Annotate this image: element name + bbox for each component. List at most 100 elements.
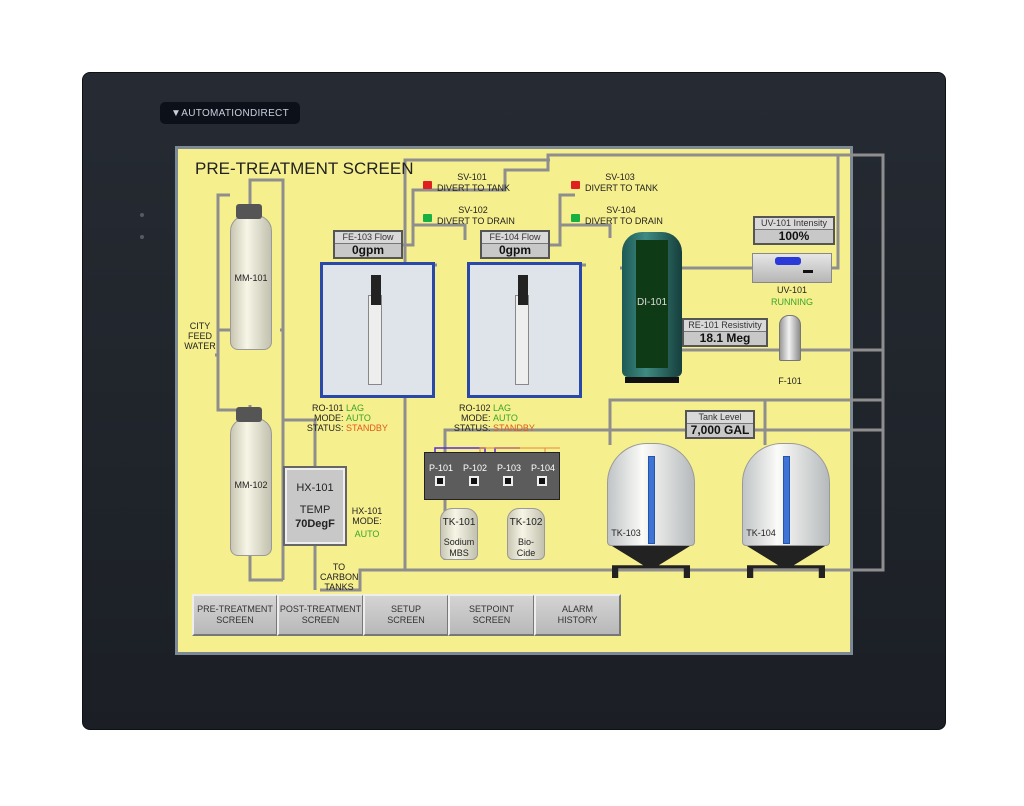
hx-temp-label: TEMP [299, 504, 331, 516]
storage-tank-tk103[interactable] [607, 443, 695, 546]
status-led [140, 235, 144, 239]
uv-tag: UV-101 [776, 285, 808, 295]
button-line: ALARM [561, 604, 593, 614]
pump-label[interactable]: P-101 [428, 463, 454, 473]
button-line: SETPOINT [468, 604, 514, 614]
valve-tag: SV-103 [605, 172, 635, 182]
carbon-line: TO [332, 562, 346, 572]
uv-status: RUNNING [771, 297, 813, 307]
pump-label[interactable]: P-103 [496, 463, 522, 473]
ro-mode: AUTO [346, 413, 371, 423]
hx-tag: HX-101 [296, 482, 334, 494]
ro102-status: RO-102 LAG MODE: AUTO STATUS: STANDBY [439, 403, 539, 433]
ro101-status: RO-101 LAG MODE: AUTO STATUS: STANDBY [292, 403, 392, 433]
display-value: 0gpm [351, 243, 384, 257]
display-label: UV-101 Intensity [755, 218, 833, 230]
ro102-skid[interactable] [467, 262, 582, 398]
pump-label[interactable]: P-104 [530, 463, 556, 473]
di-label: DI-101 [636, 297, 667, 308]
softener-valve-head [236, 204, 262, 219]
display-value: 0gpm [498, 243, 531, 257]
feed-line: FEED [187, 331, 212, 341]
pump-icon [469, 476, 479, 486]
ro-mode: AUTO [493, 413, 518, 423]
valve-label: DIVERT TO TANK [437, 183, 511, 193]
display-value: 100% [778, 229, 810, 243]
ro101-skid[interactable] [320, 262, 435, 398]
hx-temp-value: 70DegF [295, 518, 335, 530]
valve-label: DIVERT TO DRAIN [585, 216, 663, 226]
softener-mm102[interactable] [230, 418, 272, 556]
button-line: POST-TREATMENT [279, 604, 362, 614]
brand-text: AUTOMATIONDIRECT [181, 107, 289, 119]
carbon-line: CARBON [320, 572, 359, 582]
display-label: RE-101 Resistivity [684, 320, 766, 332]
chem-tank-tk102[interactable]: TK-102 Bio- Cide [507, 508, 545, 560]
chem-tank-tk101[interactable]: TK-101 Sodium MBS [440, 508, 478, 560]
pump-icon [503, 476, 513, 486]
valve-sv104-indicator[interactable] [571, 214, 580, 222]
status-label: STATUS: [453, 423, 491, 433]
valve-tag: SV-104 [606, 205, 636, 215]
valve-sv101-indicator[interactable] [423, 181, 432, 189]
brand-logo: ▼AUTOMATIONDIRECT [160, 102, 300, 124]
uv101-unit[interactable] [752, 253, 832, 283]
storage-tank-label: TK-103 [611, 528, 641, 538]
di101-vessel[interactable]: DI-101 [622, 232, 682, 377]
carbon-line: TANKS [324, 582, 354, 592]
status-label: STATUS: [306, 423, 344, 433]
storage-tank-tk104[interactable] [742, 443, 830, 546]
display-label: Tank Level [687, 412, 753, 424]
hx-mode-value: AUTO [354, 529, 380, 539]
valve-label: DIVERT TO DRAIN [437, 216, 515, 226]
tank-chem: Bio- [517, 537, 534, 547]
softener-mm101[interactable] [230, 215, 272, 350]
pump-icon [537, 476, 547, 486]
display-value: 7,000 GAL [690, 423, 750, 437]
button-line: SCREEN [216, 615, 254, 625]
button-line: SETUP [390, 604, 421, 614]
tank-tag: TK-101 [442, 517, 476, 528]
valve-tag: SV-102 [458, 205, 488, 215]
display-value: 18.1 Meg [699, 331, 751, 345]
pump-label[interactable]: P-102 [462, 463, 488, 473]
ro-tag: RO-102 [458, 403, 491, 413]
valve-label: DIVERT TO TANK [585, 183, 659, 193]
mode-label: MODE: [313, 413, 344, 423]
pump-icon [435, 476, 445, 486]
logo-triangle-icon: ▼ [171, 107, 182, 119]
tank-chem: Cide [516, 548, 536, 558]
filter-label: F-101 [778, 376, 802, 386]
tank-chem: Sodium [443, 537, 475, 547]
ro-tag: RO-101 [311, 403, 344, 413]
storage-tank-label: TK-104 [746, 528, 776, 538]
ro-status: STANDBY [346, 423, 388, 433]
valve-sv103-indicator[interactable] [571, 181, 580, 189]
valve-tag: SV-101 [457, 172, 487, 182]
status-led [140, 213, 144, 217]
hx101-box[interactable]: HX-101 TEMP 70DegF [283, 466, 347, 546]
valve-sv102-indicator[interactable] [423, 214, 432, 222]
softener-label: MM-102 [234, 480, 268, 490]
hx-mode-label: MODE: [352, 516, 382, 526]
button-line: PRE-TREATMENT [197, 604, 273, 614]
button-line: HISTORY [557, 615, 598, 625]
feed-line: WATER [184, 341, 216, 351]
tank-tag: TK-102 [509, 517, 543, 528]
di-stand [625, 377, 679, 383]
filter-f101[interactable] [779, 315, 801, 361]
tank-chem: MBS [449, 548, 469, 558]
softener-valve-head [236, 407, 262, 422]
